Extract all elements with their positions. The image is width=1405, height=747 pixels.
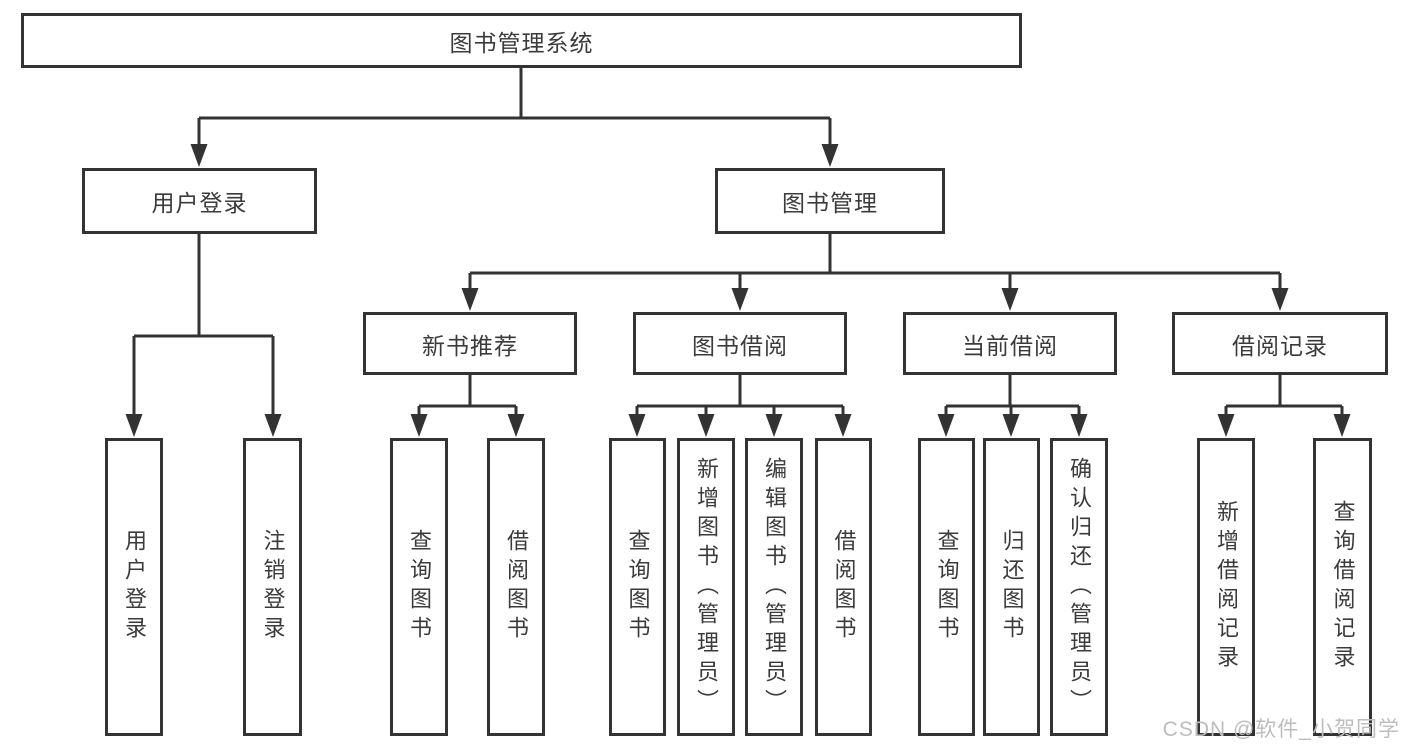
- leaf-logout: 注销登录: [243, 438, 302, 736]
- arrowhead-icons: [125, 144, 1351, 437]
- node-new-book-recommend: 新书推荐: [363, 312, 577, 375]
- node-borrowing-records: 借阅记录: [1172, 312, 1388, 375]
- node-library-management-system: 图书管理系统: [21, 13, 1022, 68]
- node-book-management: 图书管理: [715, 168, 945, 234]
- node-book-borrowing: 图书借阅: [633, 312, 847, 375]
- leaf-query-book-current: 查询图书: [918, 438, 975, 736]
- leaf-add-book-admin: 新增图书（管理员）: [677, 438, 735, 736]
- leaf-edit-book-admin: 编辑图书（管理员）: [745, 438, 803, 736]
- leaf-add-borrow-record: 新增借阅记录: [1197, 438, 1255, 736]
- leaf-borrow-book: 借阅图书: [815, 438, 872, 736]
- node-user-login: 用户登录: [82, 168, 317, 234]
- leaf-return-book: 归还图书: [983, 438, 1040, 736]
- csdn-watermark: CSDN @软件_小贺同学: [1162, 718, 1400, 741]
- node-current-borrowing: 当前借阅: [903, 312, 1117, 375]
- leaf-confirm-return-admin: 确认归还（管理员）: [1050, 438, 1108, 736]
- leaf-query-book-borrowing: 查询图书: [609, 438, 666, 736]
- leaf-query-borrow-record: 查询借阅记录: [1313, 438, 1372, 736]
- leaf-user-login: 用户登录: [105, 438, 163, 736]
- leaf-query-book-recommend: 查询图书: [390, 438, 448, 736]
- leaf-borrow-book-recommend: 借阅图书: [487, 438, 545, 736]
